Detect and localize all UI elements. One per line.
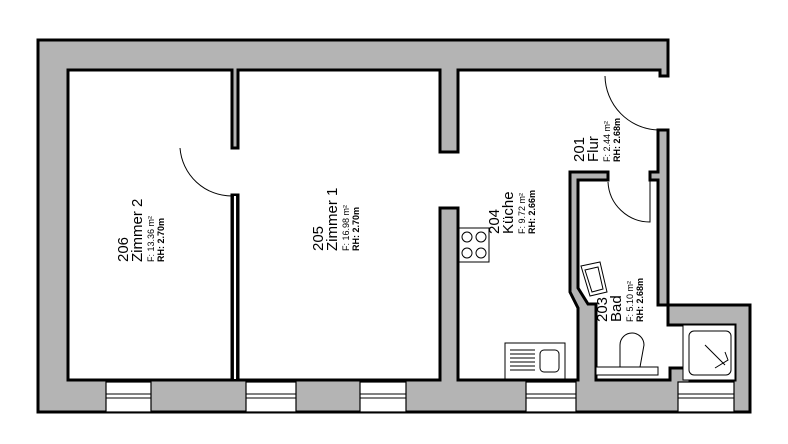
window	[677, 381, 735, 413]
doors	[179, 75, 659, 223]
room-label-203: 203 Bad F: 5.10 m² RH: 2.68m	[594, 278, 645, 322]
window	[245, 381, 297, 413]
room-height: RH: 2.70m	[351, 207, 361, 251]
room-height: RH: 2.70m	[156, 218, 166, 262]
room-height: RH: 2.66m	[527, 190, 537, 234]
room-name: Zimmer 2	[129, 199, 146, 262]
room-name: Zimmer 1	[324, 188, 341, 251]
room-label-206: 206 Zimmer 2 F: 13.36 m² RH: 2.70m	[115, 199, 166, 262]
door-swing	[607, 180, 651, 223]
room-number: 203	[594, 297, 611, 322]
room-name: Bad	[608, 295, 625, 322]
room-number: 201	[571, 137, 588, 162]
room-name: Flur	[585, 136, 602, 162]
window-sash-lines	[106, 393, 734, 399]
room-area: F: 2.44 m²	[602, 121, 612, 162]
stove	[458, 227, 490, 263]
room-area: F: 5.10 m²	[625, 281, 635, 322]
window	[105, 381, 152, 413]
door-swing	[604, 75, 659, 131]
room-number: 205	[310, 226, 327, 251]
room-area: F: 16.98 m²	[341, 205, 351, 251]
room-area: F: 13.36 m²	[146, 216, 156, 262]
outer-wall	[36, 38, 752, 414]
shower	[682, 324, 736, 381]
wall-206-205-core	[234, 196, 236, 379]
windows	[105, 381, 735, 413]
room-area: F: 9.72 m²	[517, 193, 527, 234]
kitchen-sink	[504, 342, 566, 380]
room-name: Küche	[500, 191, 517, 234]
room-number: 204	[486, 209, 503, 234]
room-label-201: 201 Flur F: 2.44 m² RH: 2.68m	[571, 118, 622, 162]
room-label-205: 205 Zimmer 1 F: 16.98 m² RH: 2.70m	[310, 188, 361, 251]
window	[359, 381, 407, 413]
toilet	[595, 332, 659, 376]
room-height: RH: 2.68m	[635, 278, 645, 322]
room-height: RH: 2.68m	[612, 118, 622, 162]
door-swing	[179, 147, 233, 197]
washbasin	[580, 261, 608, 297]
room-number: 206	[115, 237, 132, 262]
window	[525, 381, 577, 413]
room-label-204: 204 Küche F: 9.72 m² RH: 2.66m	[486, 190, 537, 234]
